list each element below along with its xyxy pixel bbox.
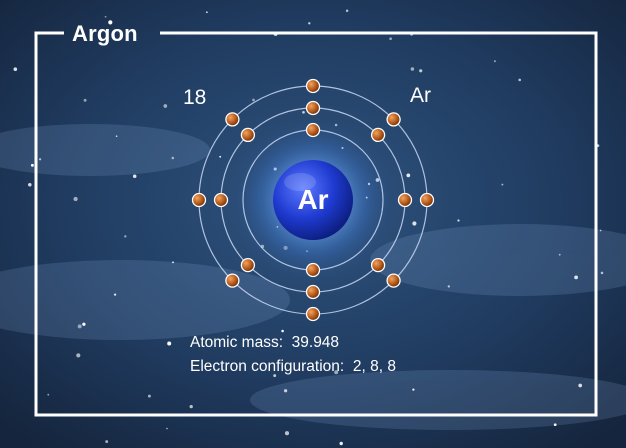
star: [105, 440, 109, 444]
star: [83, 98, 87, 102]
cloud-haze: [0, 124, 626, 430]
star: [124, 235, 127, 238]
nucleus-symbol-label: Ar: [297, 184, 329, 215]
electron-configuration-line: Electron configuration: 2, 8, 8: [190, 358, 396, 376]
star: [283, 389, 288, 393]
atomic-mass-value: 39.948: [291, 334, 340, 351]
electron-shell3-3: [419, 192, 435, 208]
star: [76, 353, 81, 358]
star: [578, 383, 583, 388]
electron-configuration-value: 2, 8, 8: [352, 358, 396, 375]
nucleus: [273, 160, 353, 240]
star: [189, 404, 193, 409]
star: [132, 174, 137, 179]
electron-shell2-1: [305, 100, 321, 116]
atomic-mass-line: Atomic mass: 39.948: [190, 334, 339, 352]
electron-configuration-label: Electron configuration:: [190, 358, 345, 375]
star: [252, 98, 255, 102]
star: [457, 219, 460, 222]
star: [308, 22, 311, 25]
electron-shell3-4: [386, 273, 401, 288]
star: [73, 196, 78, 202]
star: [518, 78, 521, 82]
star: [447, 285, 450, 288]
star: [163, 104, 168, 108]
star: [419, 69, 423, 73]
star: [410, 67, 415, 71]
electron-shell2-8: [240, 127, 256, 143]
star: [108, 20, 113, 25]
nucleus-highlight: [284, 173, 316, 191]
star: [389, 37, 392, 41]
star: [147, 394, 151, 398]
electron-shell3-1: [305, 78, 321, 94]
star: [412, 388, 415, 391]
element-symbol-label: Ar: [410, 84, 431, 107]
star: [574, 275, 579, 280]
electron-shell2-6: [240, 257, 256, 273]
electron-shell2-3: [397, 192, 413, 208]
electron-shell3-7: [191, 192, 207, 208]
star: [600, 271, 604, 275]
frame-border: [34, 31, 598, 417]
star: [104, 15, 107, 18]
star: [206, 11, 208, 14]
electrons: [191, 78, 435, 322]
title-box: Argon: [64, 18, 146, 50]
star: [558, 253, 561, 256]
star: [339, 441, 343, 446]
electron-shell3-2: [386, 112, 401, 127]
star: [77, 324, 82, 329]
star: [599, 229, 602, 232]
star: [345, 9, 349, 13]
electron-shell1-1: [305, 122, 321, 138]
star: [273, 374, 277, 378]
electron-shell3-6: [225, 273, 240, 288]
electron-shell3-8: [225, 112, 240, 127]
electron-shell3-5: [305, 306, 321, 322]
star: [493, 60, 496, 63]
star: [281, 329, 284, 333]
electron-shell2-7: [213, 192, 229, 208]
star: [284, 431, 290, 436]
electron-shell1-2: [305, 262, 321, 278]
star: [501, 183, 504, 186]
electron-shell2-2: [370, 127, 386, 143]
star: [166, 427, 168, 430]
star: [38, 158, 42, 161]
atomic-number-label: 18: [183, 86, 207, 109]
star: [334, 370, 339, 375]
star: [28, 182, 32, 187]
star: [553, 423, 557, 427]
star: [113, 293, 117, 296]
star: [406, 173, 411, 178]
electron-shell2-4: [370, 257, 386, 273]
star: [172, 261, 174, 264]
star: [13, 67, 18, 71]
electron-shell2-5: [305, 284, 321, 300]
star: [115, 135, 118, 138]
star: [302, 110, 305, 114]
star: [47, 393, 50, 396]
star: [167, 341, 172, 346]
star: [82, 322, 86, 326]
star: [30, 163, 34, 167]
star: [412, 221, 417, 226]
element-name-title: Argon: [72, 21, 138, 46]
star: [219, 155, 222, 158]
atomic-mass-label: Atomic mass:: [190, 334, 284, 351]
star: [171, 156, 175, 160]
